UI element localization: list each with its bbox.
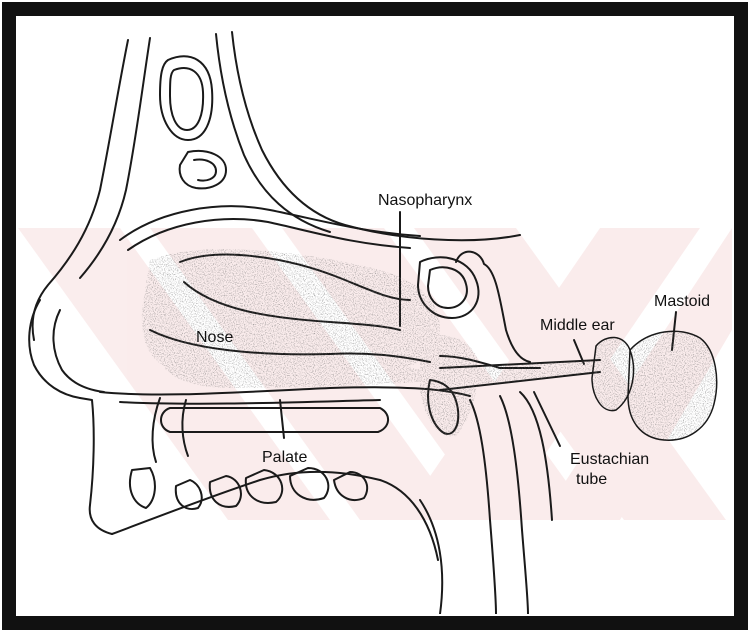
label-nose: Nose	[196, 329, 233, 346]
label-tube: tube	[576, 471, 607, 488]
label-eustachian: Eustachian	[570, 451, 649, 468]
label-middle-ear: Middle ear	[540, 317, 615, 334]
label-mastoid: Mastoid	[654, 293, 710, 310]
label-palate: Palate	[262, 449, 307, 466]
label-nasopharynx: Nasopharynx	[378, 192, 472, 209]
